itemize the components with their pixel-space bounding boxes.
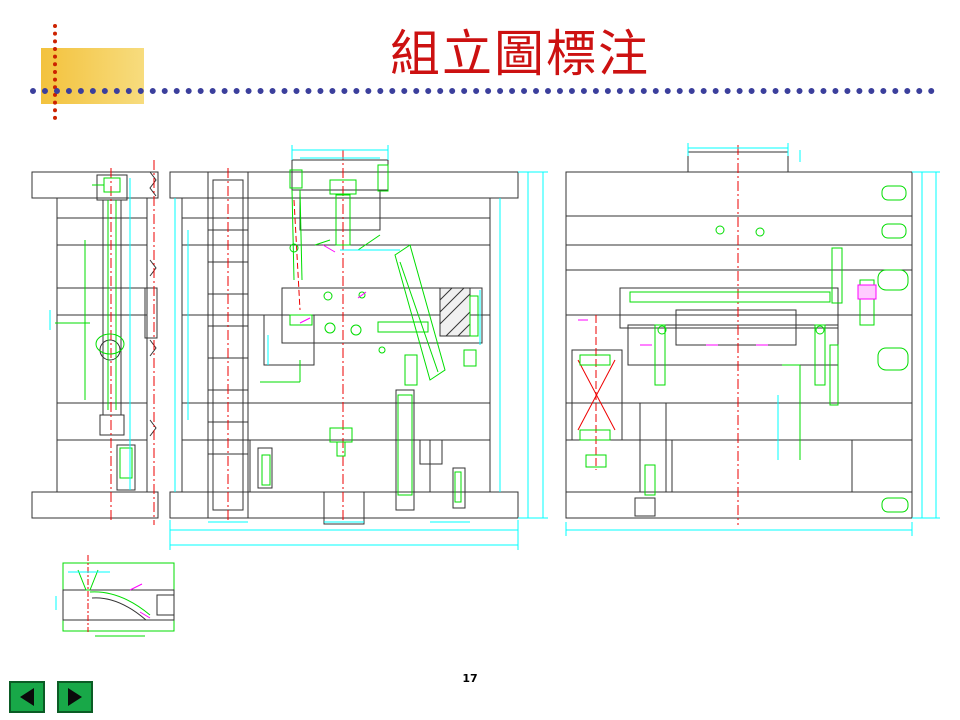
right-view-annotations [579,185,909,513]
side-view-dimensions [49,178,131,490]
right-view [565,151,913,519]
side-view-left [31,171,159,519]
side-view-annotations [55,177,133,479]
next-slide-button[interactable] [57,681,93,713]
title-underline-dots [30,88,935,94]
previous-slide-button[interactable] [9,681,45,713]
front-view-notes [299,244,367,324]
right-view-notes [578,284,877,346]
arrow-right-icon [68,688,82,706]
right-view-dimensions [565,143,940,536]
arrow-left-icon [20,688,34,706]
page-number: 17 [462,672,478,685]
front-view-hatch [439,287,471,337]
front-view-dimensions [169,145,548,550]
slide-title: 組立圖標注 [390,25,650,83]
title-accent-box [41,48,144,104]
front-view-annotations [260,164,479,503]
title-accent-vertical-dots [53,24,57,120]
right-view-cross [577,315,616,470]
front-view [169,159,519,525]
detail-inset [55,555,175,637]
